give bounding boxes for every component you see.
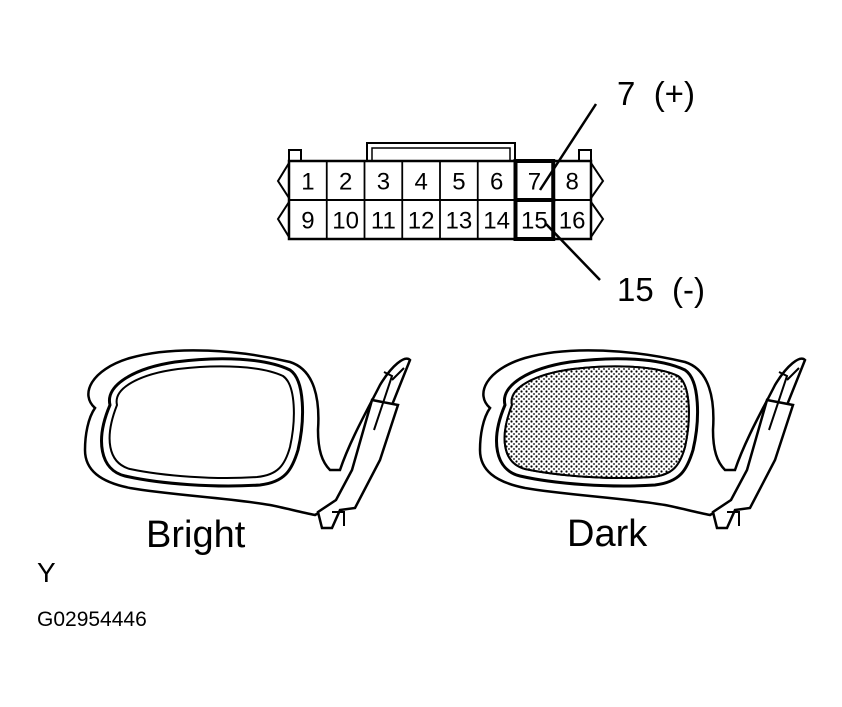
pin-13-label: 13 [446, 208, 473, 235]
dimmed-mirror-glass [503, 365, 690, 479]
figure-code: G02954446 [37, 608, 147, 631]
pin-5-label: 5 [452, 169, 465, 196]
pin-15-label: 15 [521, 208, 548, 235]
pin-2-label: 2 [339, 169, 352, 196]
pin15-callout-label: 15 (-) [617, 271, 705, 308]
connector-latch-tab [366, 142, 516, 161]
dark-mirror [478, 348, 807, 530]
pin-10-label: 10 [332, 208, 359, 235]
dark-label: Dark [567, 513, 648, 555]
pin-4-label: 4 [414, 169, 427, 196]
pin-1-label: 1 [301, 169, 314, 196]
pin-16-label: 16 [559, 208, 586, 235]
pin7-callout-label: 7 (+) [617, 75, 695, 112]
bright-label: Bright [146, 514, 246, 556]
pin-9-label: 9 [301, 208, 314, 235]
pin-11-label: 11 [371, 208, 396, 235]
bright-mirror [83, 348, 412, 530]
pin7-leader-line [538, 103, 598, 191]
pin-12-label: 12 [408, 208, 435, 235]
pin-7-label: 7 [528, 169, 541, 196]
pin-8-label: 8 [565, 169, 578, 196]
pin15-leader-line [545, 223, 601, 281]
pin-14-label: 14 [483, 208, 510, 235]
view-letter: Y [37, 557, 56, 588]
pin-3-label: 3 [377, 169, 390, 196]
pin-6-label: 6 [490, 169, 503, 196]
